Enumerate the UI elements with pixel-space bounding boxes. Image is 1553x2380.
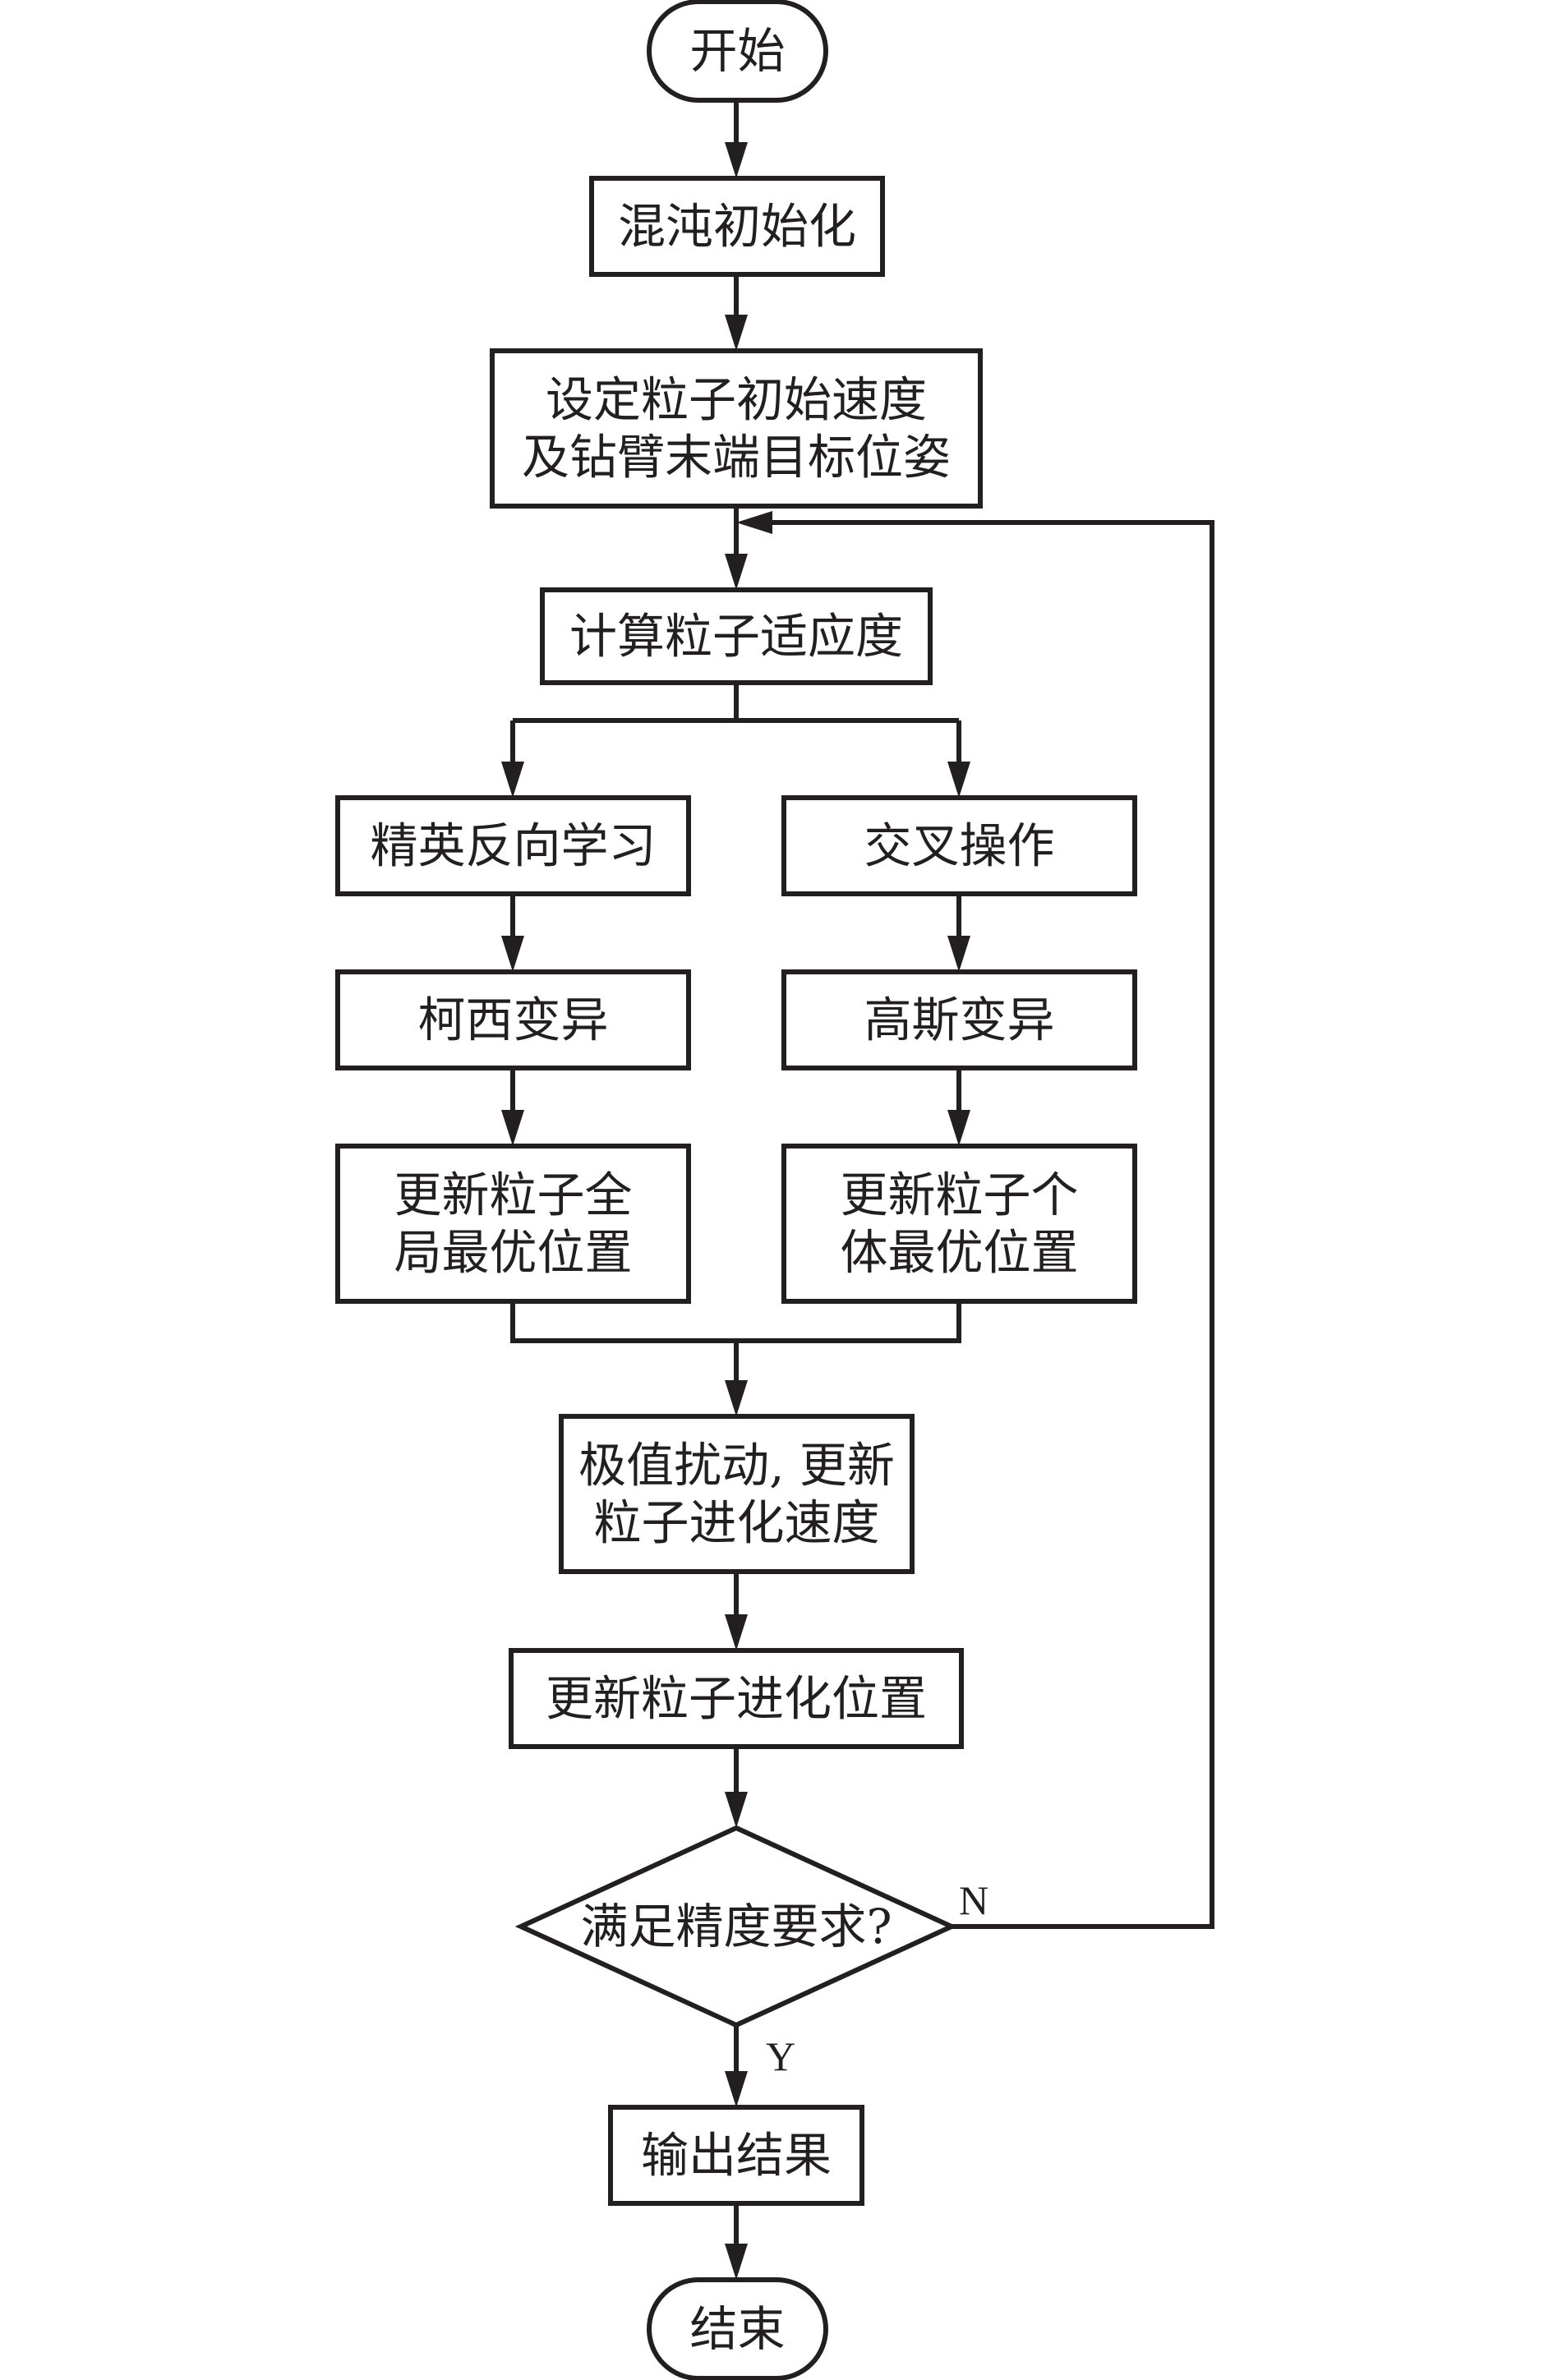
update-position-box — [509, 1648, 964, 1749]
gauss-mutation-box — [781, 969, 1137, 1070]
edge-split-to-elite-arrowhead — [501, 762, 524, 798]
edge-elite-to-cauchy-arrowhead — [501, 936, 524, 972]
chaos-init-box — [589, 176, 885, 277]
edge-split-to-crossover-arrowhead — [947, 762, 970, 798]
edge-chaos-to-setvel-arrowhead — [725, 315, 748, 351]
perturb-label-line-1: 极值扰动, 更新 — [578, 1438, 895, 1494]
yes-branch-label: Y — [766, 2033, 795, 2079]
set-velocity-box — [490, 348, 983, 509]
update-global-label-line-2: 局最优位置 — [394, 1225, 632, 1281]
elite-learning-box — [335, 795, 691, 896]
update-personal-label-line-1: 更新粒子个 — [840, 1167, 1078, 1223]
connectors — [501, 100, 1214, 2280]
crossover-label-line-1: 交叉操作 — [864, 818, 1054, 874]
fitness-box — [540, 587, 933, 685]
edge-no-loop-arrowhead — [736, 511, 772, 534]
output-box — [608, 2105, 864, 2206]
edge-position-to-decision-arrowhead — [725, 1792, 748, 1828]
perturb-box — [559, 1414, 915, 1574]
edge-crossover-to-gauss-arrowhead — [947, 936, 970, 972]
update-personal-box — [781, 1144, 1137, 1304]
start-terminal — [647, 0, 828, 103]
chaos-init-label-line-1: 混沌初始化 — [618, 199, 856, 255]
crossover-box — [781, 795, 1137, 896]
edge-merge-bar — [510, 1301, 961, 1343]
set-velocity-label-line-1: 设定粒子初始速度 — [546, 372, 927, 428]
update-global-label-line-1: 更新粒子全 — [394, 1167, 632, 1223]
edge-no-loop-line — [772, 520, 1214, 1929]
gauss-mutation-label-line-1: 高斯变异 — [864, 992, 1054, 1048]
end-label-line-1: 结束 — [689, 2301, 785, 2357]
update-global-box — [335, 1144, 691, 1304]
elite-learning-label-line-1: 精英反向学习 — [370, 818, 656, 874]
decision-diamond — [514, 1825, 958, 2028]
edge-decision-to-output-arrowhead — [725, 2071, 748, 2107]
update-position-label-line-1: 更新粒子进化位置 — [546, 1671, 927, 1727]
decision-label-line-1: 满足精度要求? — [580, 1899, 892, 1954]
edge-start-to-chaos-arrowhead — [725, 142, 748, 178]
edge-cauchy-to-global-arrowhead — [501, 1110, 524, 1146]
set-velocity-label-line-2: 及钻臂末端目标位姿 — [522, 430, 951, 486]
cauchy-mutation-label-line-1: 柯西变异 — [417, 992, 608, 1048]
edge-setvel-to-fitness-arrowhead — [725, 554, 748, 590]
no-branch-label: N — [959, 1877, 988, 1923]
edge-perturb-to-position-arrowhead — [725, 1614, 748, 1650]
perturb-label-line-2: 粒子进化速度 — [593, 1495, 879, 1551]
fitness-label-line-1: 计算粒子适应度 — [569, 609, 903, 665]
edge-merge-to-perturb-arrowhead — [725, 1380, 748, 1416]
output-label-line-1: 输出结果 — [641, 2128, 832, 2184]
end-terminal — [647, 2277, 828, 2380]
start-label-line-1: 开始 — [689, 23, 785, 79]
cauchy-mutation-box — [335, 969, 691, 1070]
edge-output-to-end-arrowhead — [725, 2244, 748, 2280]
edge-gauss-to-personal-arrowhead — [947, 1110, 970, 1146]
update-personal-label-line-2: 体最优位置 — [840, 1225, 1078, 1281]
